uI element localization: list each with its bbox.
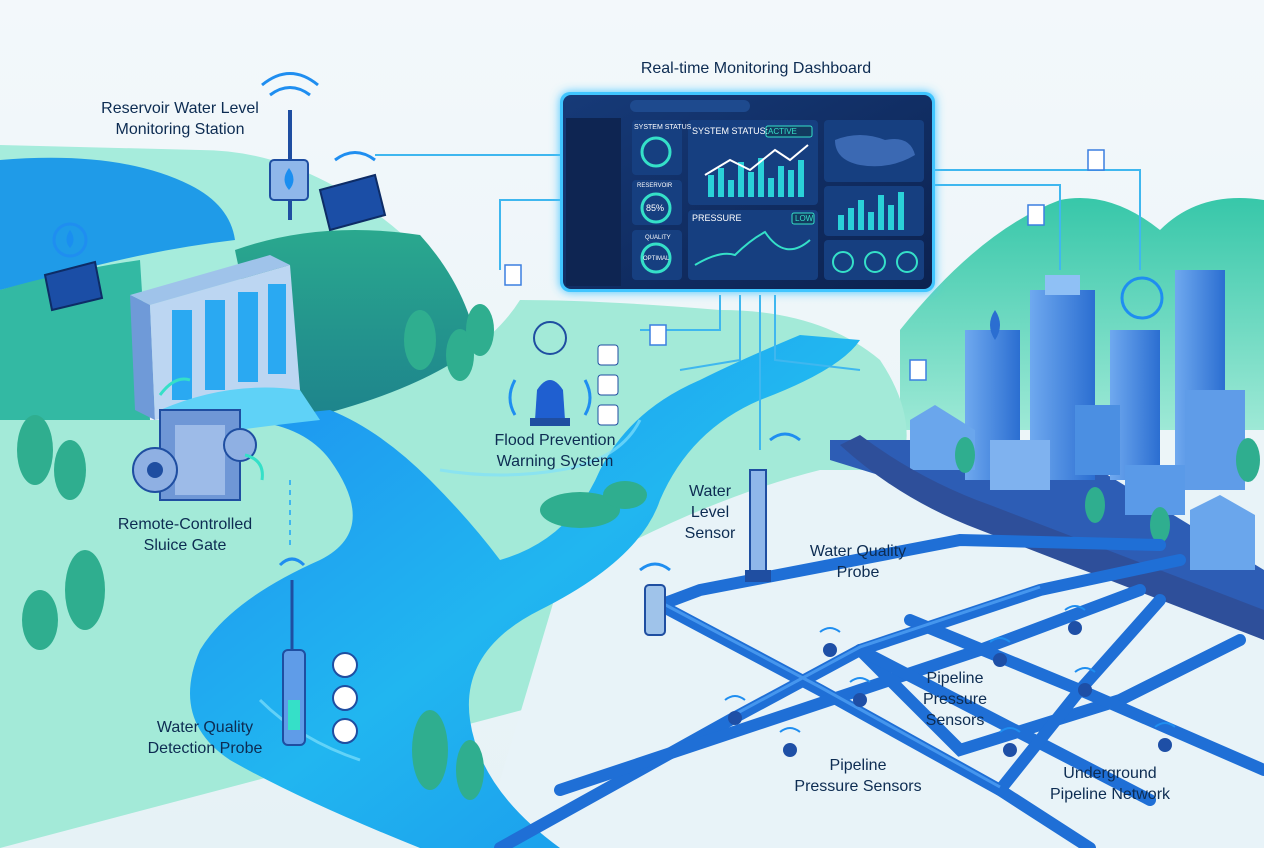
water-level-label-line1: Water <box>688 483 732 500</box>
reservoir-label-line1: Reservoir Water Level <box>101 100 259 117</box>
pipeline-sensors-label-a: Pipeline Pressure Sensors <box>895 668 1015 731</box>
dashboard-panel <box>560 92 935 292</box>
reservoir-station-label: Reservoir Water Level Monitoring Station <box>80 98 280 140</box>
data-connections <box>289 154 1141 550</box>
wifi-icon <box>278 557 306 567</box>
water-level-label-line3: Sensor <box>684 525 736 542</box>
signal-icon <box>597 374 619 396</box>
water-quality-probe <box>639 562 671 636</box>
wq-detect-label-line1: Water Quality <box>156 719 254 736</box>
pipeline-network-label: Underground Pipeline Network <box>1030 763 1190 805</box>
network-label-line2: Pipeline Network <box>1049 786 1171 803</box>
water-level-label-line2: Level <box>690 504 730 521</box>
wq-detect-label-line2: Detection Probe <box>147 740 263 757</box>
wq-probe-label-line1: Water Quality <box>809 543 907 560</box>
pipeline-sensors-label-b: Pipeline Pressure Sensors <box>778 755 938 797</box>
dashboard-title-text: Real-time Monitoring Dashboard <box>640 60 872 77</box>
dashboard-quality-small: QUALITY <box>645 235 671 241</box>
monitoring-station <box>43 72 387 312</box>
pipe-b-label-line2: Pressure Sensors <box>794 778 922 795</box>
dashboard-reservoir-small: RESERVOIR <box>637 183 673 189</box>
sluice-gate-label: Remote-Controlled Sluice Gate <box>95 514 275 556</box>
wq-probe-label-line2: Probe <box>836 564 880 581</box>
detection-probe-label: Water Quality Detection Probe <box>125 717 285 759</box>
pipe-a-label-line2: Pressure <box>922 691 988 708</box>
traffic-light-icon <box>597 404 619 426</box>
water-quality-probe-label: Water Quality Probe <box>788 541 928 583</box>
water-drop-icon <box>66 230 74 248</box>
wifi-icon <box>334 151 376 162</box>
pipeline-network-highlight <box>659 585 1041 789</box>
water-drop-icon <box>332 652 358 678</box>
reservoir <box>0 157 235 290</box>
sun-icon <box>597 344 619 366</box>
document-icon <box>504 149 1105 381</box>
dashboard-low-badge: LOW <box>795 214 814 223</box>
trees-left <box>17 304 647 800</box>
network-label-line1: Underground <box>1063 765 1157 782</box>
location-pin-icon <box>990 310 1000 340</box>
flood-label-line1: Flood Prevention <box>494 432 616 449</box>
pipeline-network <box>494 533 1264 848</box>
wifi-icon <box>269 86 311 97</box>
water-level-sensor-label: Water Level Sensor <box>675 481 745 544</box>
solar-panel-icon <box>318 173 387 232</box>
wifi-icon <box>1120 276 1164 320</box>
alarm-beacon-icon <box>535 380 565 420</box>
dashboard-quality-value: OPTIMAL <box>643 256 670 262</box>
sluice-label-line1: Remote-Controlled <box>117 516 253 533</box>
pipe-sensor-wifi-icons <box>724 605 1176 733</box>
flood-warning-label: Flood Prevention Warning System <box>470 430 640 472</box>
water-level-sensor <box>745 432 801 582</box>
dashboard-active-badge: ACTIVE <box>768 127 797 136</box>
dashboard-reservoir-percent: 85% <box>646 203 665 213</box>
river <box>190 335 860 848</box>
gear-icon <box>223 428 257 462</box>
pipe-a-label-line3: Sensors <box>925 712 985 729</box>
wifi-icon <box>769 432 801 442</box>
detection-probe <box>278 557 358 746</box>
flood-warning-system <box>508 321 619 426</box>
solar-panel-icon <box>43 260 104 312</box>
traffic-light-icon <box>332 718 358 744</box>
dashboard-system-status-small: SYSTEM STATUS <box>634 124 692 131</box>
signal-icon <box>332 685 358 711</box>
water-drop-icon <box>284 168 294 190</box>
pipe-a-label-line1: Pipeline <box>926 670 984 687</box>
sluice-label-line2: Sluice Gate <box>143 537 227 554</box>
reservoir-label-line2: Monitoring Station <box>115 121 245 138</box>
dashboard-title: Real-time Monitoring Dashboard <box>616 58 896 79</box>
dam <box>130 255 320 440</box>
flood-label-line2: Warning System <box>496 453 614 470</box>
pressure-sensors <box>728 621 1172 757</box>
dashboard-pressure: PRESSURE <box>692 213 742 223</box>
wifi-icon <box>639 562 671 572</box>
sluice-gate <box>132 377 264 501</box>
pipe-b-label-line1: Pipeline <box>829 757 887 774</box>
dashboard-system-status: SYSTEM STATUS: <box>692 126 769 136</box>
